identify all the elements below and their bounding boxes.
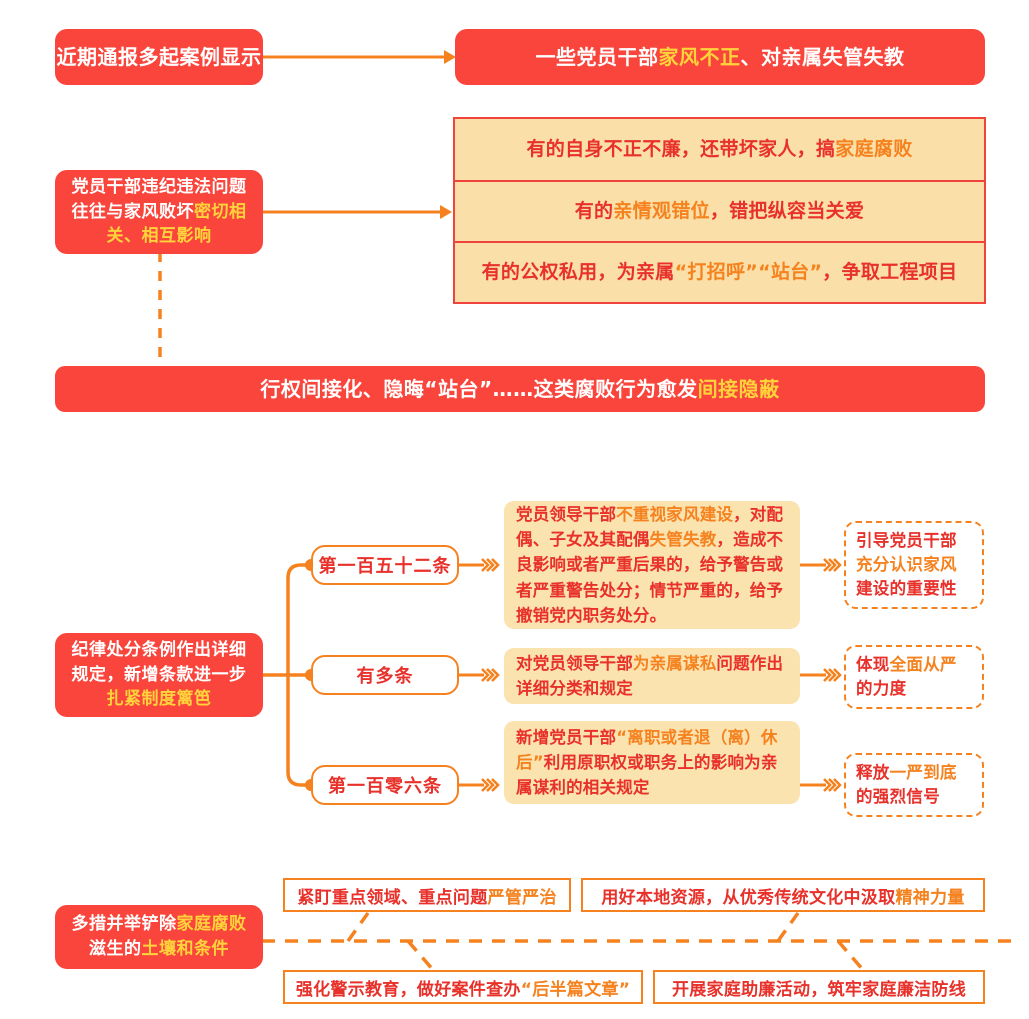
branch-label-3[interactable]: 第一百零六条	[311, 765, 459, 805]
outcome-3-p2: 的强烈信号	[856, 787, 940, 806]
section1-target-highlight: 家风不正	[658, 44, 741, 69]
section2-source-box[interactable]: 党员干部违纪违法问题 往往与家风败坏密切相 关、相互影响	[55, 170, 263, 254]
branch-label-2[interactable]: 有多条	[311, 655, 459, 695]
outcome-3-h1: 一严到底	[889, 763, 957, 783]
arrow-right-icon	[262, 50, 456, 64]
measure-box-bottom-1[interactable]: 强化警示教育，做好案件查办“后半篇文章”	[283, 970, 643, 1004]
section1-target-pre: 一些党员干部	[535, 44, 659, 69]
section4-line2-pre: 滋生的	[89, 939, 142, 959]
dashed-connector-icon	[262, 911, 1012, 973]
outcome-2-p1: 体现	[856, 655, 890, 675]
table-row[interactable]: 有的自身不正不廉，还带坏家人，搞家庭腐败	[453, 117, 986, 181]
triple-chevron-arrow-icon	[458, 558, 500, 572]
measure-b2-pre: 开展家庭助廉活动，筑牢家庭廉洁防线	[671, 979, 967, 1000]
section1-source-text: 近期通报多起案例显示	[56, 44, 262, 69]
measure-t2-pre: 用好本地资源，从优秀传统文化中汲取	[601, 887, 896, 908]
branch-outcome-2[interactable]: 体现全面从严的力度	[844, 645, 984, 709]
section4-line1-hl: 家庭腐败	[176, 914, 247, 935]
detail-3-p1: 新增党员干部	[516, 727, 617, 747]
outcome-1-p2: 建设的重要性	[856, 578, 957, 598]
measure-box-top-2[interactable]: 用好本地资源，从优秀传统文化中汲取精神力量	[581, 878, 985, 912]
row2-highlight: 亲情观错位	[613, 200, 710, 223]
row3-highlight: “打招呼”“站台”	[674, 261, 823, 284]
detail-1-p2: ，对配偶、子女及其配偶	[516, 505, 784, 550]
section3-source-box[interactable]: 纪律处分条例作出详细 规定，新增条款进一步 扎紧制度篱笆	[55, 633, 263, 717]
detail-3-p2: 利用原职权或职务上的影响为亲属谋利的相关规定	[516, 752, 778, 798]
detail-1-p3: ，造成不良影响或者严重后果的，给予警告或者严重警告处分；情节严重的，给予撤销党内…	[516, 530, 784, 625]
row1-pre: 有的自身不正不廉，还带坏家人，搞	[526, 138, 836, 161]
section2-source-line2-pre: 往往与家风败坏	[71, 201, 194, 222]
section3-source-line2: 规定，新增条款进一步	[71, 664, 247, 685]
row2-pre: 有的	[574, 200, 614, 223]
detail-1-h2: 失管失教	[649, 530, 717, 550]
detail-2-h1: 为亲属谋私	[632, 653, 717, 673]
outcome-1-h1: 充分认识家风	[856, 555, 957, 575]
section1-source-box[interactable]: 近期通报多起案例显示	[55, 29, 263, 85]
detail-2-p2: 问题作出详细分类和规定	[516, 653, 784, 698]
outcome-2-p2: 的力度	[856, 679, 907, 698]
branch-detail-3[interactable]: 新增党员干部“离职或者退（离）休后”利用原职权或职务上的影响为亲属谋利的相关规定	[504, 721, 800, 804]
branch-outcome-3[interactable]: 释放一严到底的强烈信号	[844, 753, 984, 817]
row3-pre: 有的公权私用，为亲属	[481, 261, 675, 284]
table-row[interactable]: 有的亲情观错位，错把纵容当关爱	[453, 181, 986, 242]
arrow-right-icon	[262, 205, 452, 219]
banner-pre: 行权间接化、隐晦“站台”……这类腐败行为愈发	[260, 376, 698, 401]
measure-b1-pre: 强化警示教育，做好案件查办	[295, 979, 521, 1000]
section4-line1-pre: 多措并举铲除	[71, 914, 177, 935]
triple-chevron-arrow-icon	[458, 778, 500, 792]
section2-source-line3: 关、相互影响	[106, 226, 212, 247]
outcome-1-p1: 引导党员干部	[856, 531, 957, 551]
row3-post: ，争取工程项目	[822, 261, 958, 284]
detail-1-h1: 不重视家风建设	[616, 505, 734, 525]
section2-source-line2-hl: 密切相	[194, 201, 247, 222]
section1-target-box[interactable]: 一些党员干部家风不正、对亲属失管失教	[455, 29, 985, 85]
measure-t1-hl: 严管严治	[487, 887, 557, 908]
detail-3-h1: “离职或者退（离）休后”	[516, 727, 778, 772]
detail-2-p1: 对党员领导干部	[516, 653, 633, 673]
measure-b1-hl: “后半篇文章”	[520, 979, 631, 1000]
section2-source-line1: 党员干部违纪违法问题	[71, 177, 247, 198]
branch-detail-1[interactable]: 党员领导干部不重视家风建设，对配偶、子女及其配偶失管失教，造成不良影响或者严重后…	[504, 501, 800, 629]
bracket-connector-icon	[262, 559, 317, 791]
section4-line2-hl: 土壤和条件	[141, 939, 229, 959]
section4-source-box[interactable]: 多措并举铲除家庭腐败 滋生的土壤和条件	[55, 905, 263, 969]
section3-source-line1: 纪律处分条例作出详细	[71, 640, 247, 661]
row1-highlight: 家庭腐败	[835, 138, 913, 161]
outcome-3-p1: 释放	[856, 763, 890, 783]
branch-label-1-text: 第一百五十二条	[318, 556, 452, 577]
branch-detail-2[interactable]: 对党员领导干部为亲属谋私问题作出详细分类和规定	[504, 648, 800, 704]
measure-t1-pre: 紧盯重点领域、重点问题	[297, 887, 488, 908]
row2-post: ，错把纵容当关爱	[709, 200, 865, 223]
section3-source-line3: 扎紧制度篱笆	[106, 689, 212, 710]
branch-outcome-1[interactable]: 引导党员干部充分认识家风建设的重要性	[844, 521, 984, 609]
branch-label-1[interactable]: 第一百五十二条	[311, 545, 459, 585]
triple-chevron-arrow-icon	[800, 668, 842, 682]
section1-target-post: 、对亲属失管失教	[740, 44, 905, 69]
outcome-2-h1: 全面从严	[889, 655, 957, 675]
section2-banner[interactable]: 行权间接化、隐晦“站台”……这类腐败行为愈发间接隐蔽	[55, 366, 985, 412]
detail-1-p1: 党员领导干部	[516, 505, 617, 525]
triple-chevron-arrow-icon	[800, 778, 842, 792]
measure-box-top-1[interactable]: 紧盯重点领域、重点问题严管严治	[283, 878, 571, 912]
table-row[interactable]: 有的公权私用，为亲属“打招呼”“站台”，争取工程项目	[453, 242, 986, 304]
measure-box-bottom-2[interactable]: 开展家庭助廉活动，筑牢家庭廉洁防线	[653, 970, 985, 1004]
triple-chevron-arrow-icon	[458, 668, 500, 682]
branch-label-3-text: 第一百零六条	[328, 776, 442, 797]
triple-chevron-arrow-icon	[800, 558, 842, 572]
banner-highlight: 间接隐蔽	[697, 376, 780, 401]
measure-t2-hl: 精神力量	[895, 887, 965, 908]
branch-label-2-text: 有多条	[356, 666, 414, 687]
